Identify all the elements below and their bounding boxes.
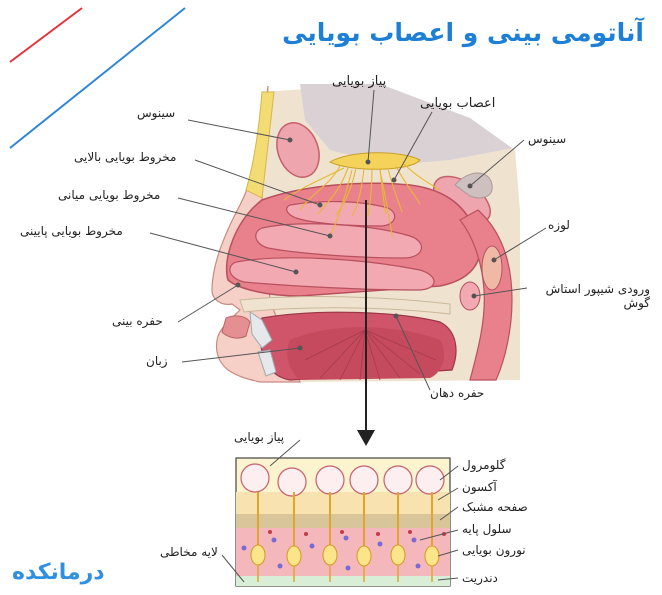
cribriform-plate-band <box>236 514 450 528</box>
decor-blue-line <box>10 8 185 148</box>
mucosa-layer <box>236 528 450 576</box>
label-olfactory-nerves: اعصاب بویایی <box>420 96 495 111</box>
label-cribriform-plate: صفحه مشبک <box>462 500 528 514</box>
label-superior-concha: مخروط بویایی بالایی <box>74 150 176 164</box>
axon-layer <box>236 492 450 514</box>
label-basal-cell: سلول پایه <box>462 522 512 536</box>
label-tonsil: لوزه <box>548 218 570 232</box>
zoom-arrow-head <box>357 430 375 446</box>
label-glomerulus: گلومرول <box>462 458 505 472</box>
decor-red-line <box>10 8 82 62</box>
label-eustachian: ورودی شیپور استاش گوش <box>530 282 650 310</box>
label-olfactory-bulb-lower: پیاز بویایی <box>234 430 284 444</box>
label-tongue: زبان <box>146 354 168 368</box>
site-logo: درمانکده <box>12 560 105 585</box>
mucus-layer <box>236 576 450 586</box>
label-olfactory-bulb-upper: پیاز بویایی <box>332 74 386 89</box>
label-nasal-cavity: حفره بینی <box>112 314 163 328</box>
lips <box>222 316 250 338</box>
label-axon: آکسون <box>462 480 497 494</box>
label-olfactory-neuron: نورون بویایی <box>462 543 526 557</box>
label-sinus-left: سینوس <box>137 106 175 120</box>
label-middle-concha: مخروط بویایی میانی <box>58 188 160 202</box>
adenoid-tonsil <box>482 246 502 290</box>
label-dendrite: دندریت <box>462 571 498 585</box>
label-inferior-concha: مخروط بویایی پایینی <box>20 224 123 238</box>
label-oral-cavity: حفره دهان <box>430 386 484 400</box>
label-sinus-right: سینوس <box>528 132 566 146</box>
epithelium-detail <box>236 458 450 586</box>
label-mucosal-layer: لایه مخاطی <box>160 545 218 559</box>
